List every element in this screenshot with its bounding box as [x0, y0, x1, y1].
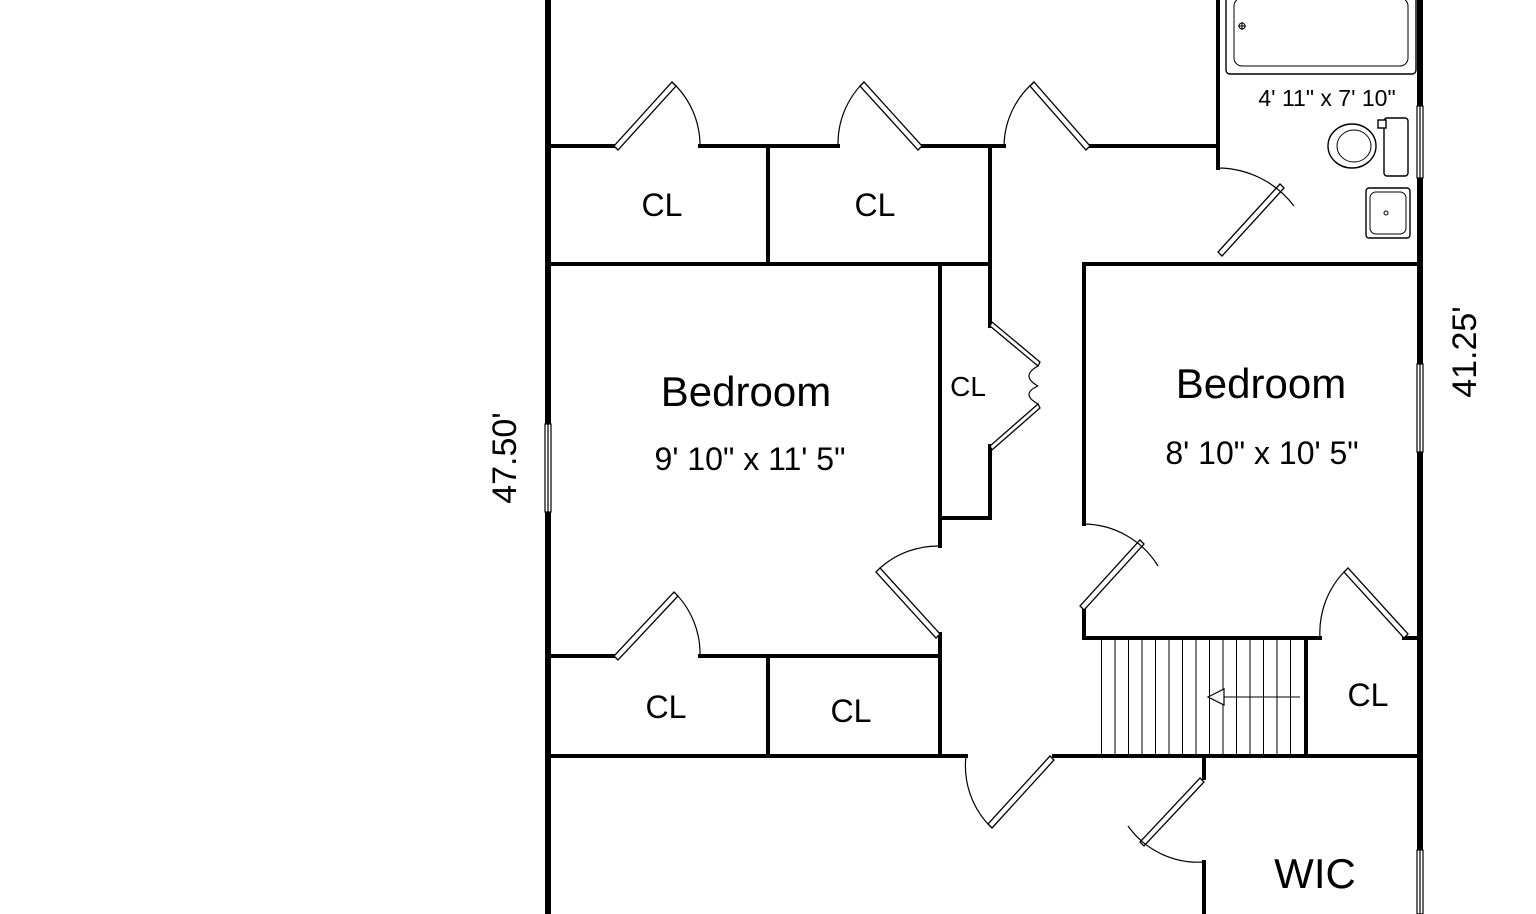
door: [837, 81, 923, 151]
closet-label: CL: [855, 187, 896, 223]
door: [613, 591, 701, 661]
closet-label: CL: [1348, 677, 1389, 713]
closet-label: CL: [831, 693, 872, 729]
door: [1217, 167, 1295, 257]
walk-in-closet-label: WIC: [1274, 850, 1356, 897]
room-dimensions: 8' 10" x 10' 5": [1165, 435, 1358, 471]
bathroom-fixtures: [1225, 0, 1417, 239]
bathtub-icon: [1225, 0, 1417, 75]
door: [1127, 777, 1205, 863]
stair-direction-arrow-icon: [1206, 688, 1300, 706]
window-right-lower: [1416, 849, 1424, 914]
door: [875, 545, 941, 639]
toilet-icon: [1327, 117, 1409, 177]
overall-dimension-left: 47.50': [486, 412, 524, 504]
room-name: Bedroom: [661, 368, 831, 415]
sink-icon: [1365, 187, 1411, 239]
staircase: [1088, 640, 1304, 754]
bathroom-dimensions: 4' 11" x 7' 10": [1258, 85, 1395, 111]
door: [1003, 81, 1091, 151]
room-dimensions: 9' 10" x 11' 5": [655, 441, 846, 477]
labels: CL CL CL CL CL CL Bedroom 9' 10" x 11' 5…: [486, 85, 1484, 897]
window-left: [544, 423, 552, 513]
walls: [545, 0, 1423, 914]
overall-dimension-right: 41.25': [1446, 306, 1484, 398]
window-right-upper: [1416, 105, 1424, 179]
closet-bifold-door: [989, 320, 1041, 452]
door: [964, 755, 1055, 829]
closet-label: CL: [646, 689, 687, 725]
windows: [544, 105, 1424, 914]
closet-label: CL: [642, 187, 683, 223]
window-right-middle: [1416, 363, 1424, 453]
closet-label: CL: [950, 371, 986, 402]
door: [1319, 567, 1409, 639]
room-name: Bedroom: [1176, 360, 1346, 407]
doors: [613, 81, 1409, 863]
door: [1079, 523, 1159, 611]
door: [613, 81, 701, 151]
